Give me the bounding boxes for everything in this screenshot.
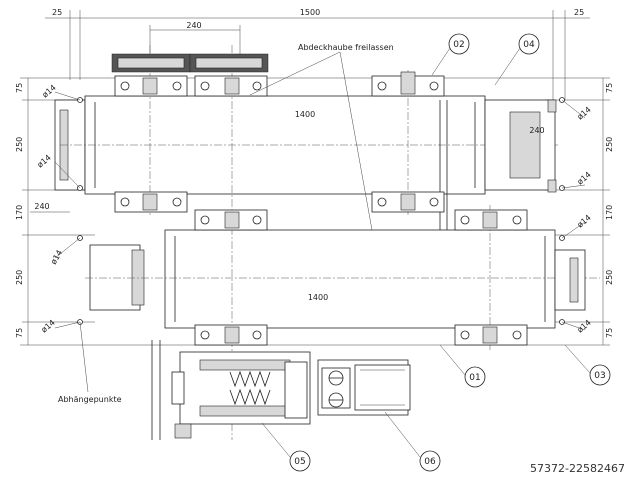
callout-04: 04 bbox=[518, 33, 540, 55]
dim-left-row-5: 75 bbox=[15, 328, 24, 338]
dim-right-row-4: 250 bbox=[605, 270, 614, 285]
cover-note: Abdeckhaube freilassen bbox=[298, 43, 394, 52]
dim-left-row-1: 75 bbox=[15, 83, 24, 93]
hanging-points-note: Abhängepunkte bbox=[58, 395, 122, 404]
callout-03: 03 bbox=[589, 364, 611, 386]
drive-unit-05 bbox=[171, 351, 311, 439]
svg-text:06: 06 bbox=[424, 457, 436, 467]
dim-right-row-3: 170 bbox=[605, 205, 614, 220]
dim-offset-right: 240 bbox=[529, 126, 544, 135]
dim-right-row-5: 75 bbox=[605, 328, 614, 338]
svg-text:05: 05 bbox=[294, 457, 305, 467]
dim-margin-left: 25 bbox=[52, 8, 62, 17]
motor-06 bbox=[317, 359, 411, 416]
listing-id-watermark: 57372-22582467 bbox=[530, 462, 625, 475]
hole-label-left-2: ø14 bbox=[36, 153, 53, 170]
dim-right-row-1: 75 bbox=[605, 83, 614, 93]
dim-total-width: 1500 bbox=[300, 8, 320, 17]
hole-label-left-3: ø14 bbox=[49, 248, 64, 266]
svg-text:03: 03 bbox=[594, 371, 605, 381]
dim-left-row-4: 250 bbox=[15, 270, 24, 285]
callout-01: 01 bbox=[464, 366, 486, 388]
upper-conveyor bbox=[54, 95, 560, 195]
callout-02: 02 bbox=[448, 33, 470, 55]
hole-label-left-1: ø14 bbox=[41, 83, 58, 100]
dim-left-row-2: 250 bbox=[15, 137, 24, 152]
lower-conveyor bbox=[85, 229, 600, 329]
dim-left-row-3: 170 bbox=[15, 205, 24, 220]
callout-06: 06 bbox=[419, 450, 441, 472]
gear-right bbox=[189, 53, 269, 73]
hole-label-left-4: ø14 bbox=[40, 318, 57, 335]
leader-lines bbox=[54, 47, 591, 458]
hole-label-right-1: ø14 bbox=[576, 105, 593, 122]
dim-right-row-2: 250 bbox=[605, 137, 614, 152]
svg-text:02: 02 bbox=[453, 40, 464, 50]
svg-text:04: 04 bbox=[523, 40, 535, 50]
svg-text:01: 01 bbox=[469, 373, 480, 383]
gear-left bbox=[111, 53, 191, 73]
hole-label-right-4: ø14 bbox=[576, 318, 593, 335]
hole-label-right-3: ø14 bbox=[576, 213, 593, 230]
dim-margin-right: 25 bbox=[574, 8, 584, 17]
dim-offset-left: 240 bbox=[34, 202, 49, 211]
bearing-blocks bbox=[114, 71, 528, 346]
callout-05: 05 bbox=[289, 450, 311, 472]
dim-gear-spacing: 240 bbox=[186, 21, 201, 30]
hole-label-right-2: ø14 bbox=[576, 170, 593, 187]
dim-length-bottom: 1400 bbox=[308, 293, 328, 302]
dim-length-top: 1400 bbox=[295, 110, 315, 119]
